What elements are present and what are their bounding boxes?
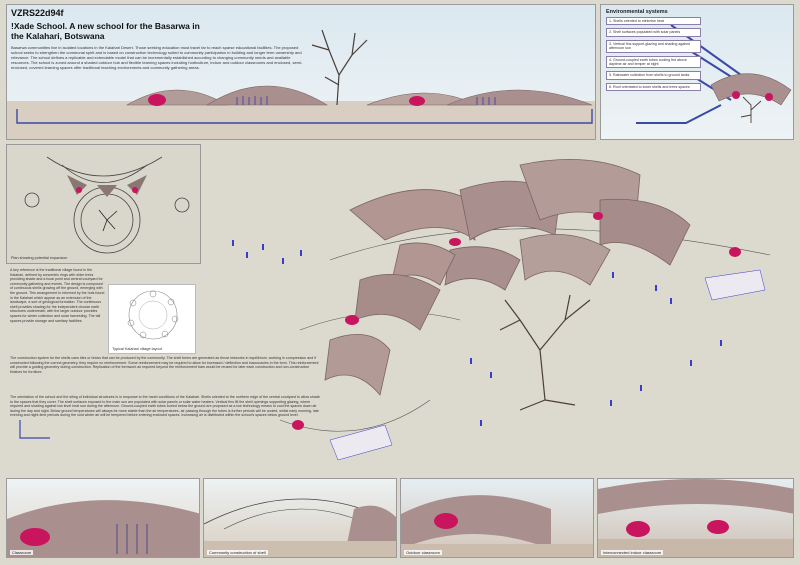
environmental-systems-panel: Environmental systems 1. Shells oriented… — [600, 4, 794, 140]
village-reference-text: A key reference is the traditional villa… — [10, 268, 105, 323]
site-plan — [24, 156, 190, 254]
env-item: 2. Shell surfaces populated with solar p… — [606, 28, 701, 37]
board-title: !Xade School. A new school for the Basar… — [11, 21, 200, 41]
env-item: 4. Ground-coupled earth tubes cooling fe… — [606, 55, 701, 69]
env-item: 1. Shells oriented to minimise heat — [606, 17, 701, 26]
community-construction-view: Community construction of shell — [203, 478, 397, 558]
construction-caption: Community construction of shell — [207, 550, 268, 555]
section-drawing — [7, 29, 595, 139]
section-panel: VZRS22d94f !Xade School. A new school fo… — [6, 4, 596, 140]
plan-caption: Plan showing potential expansion — [11, 256, 68, 260]
outdoor-classroom-view: Outdoor classroom — [400, 478, 594, 558]
indoor-classroom-view: Interconnected indoor classroom — [597, 478, 794, 558]
indoor-classroom-render — [598, 479, 793, 557]
classroom-view: Classroom — [6, 478, 200, 558]
village-caption: Typical Kalahari village layout — [112, 347, 162, 351]
classroom-caption: Classroom — [10, 550, 34, 555]
village-layout-panel: Typical Kalahari village layout — [108, 284, 196, 354]
orientation-text: The orientation of the school and the si… — [10, 395, 320, 418]
env-item: 5. Rainwater collection from shells to g… — [606, 71, 701, 80]
indoor-classroom-caption: Interconnected indoor classroom — [601, 550, 664, 555]
environmental-systems-list: 1. Shells oriented to minimise heat 2. S… — [606, 17, 701, 94]
intro-text: Basarwa communities live in isolated loc… — [11, 45, 303, 70]
classroom-render — [7, 500, 199, 557]
construction-render — [204, 498, 396, 557]
env-item: 6. Roof orientated to lower shells and t… — [606, 82, 701, 92]
outdoor-classroom-caption: Outdoor classroom — [404, 550, 442, 555]
outdoor-classroom-render — [401, 495, 593, 557]
construction-text: The construction system for the shells u… — [10, 356, 319, 374]
board-code: VZRS22d94f — [11, 8, 64, 18]
village-layout-drawing — [127, 290, 179, 340]
env-item: 3. Vertical fins support glazing and sha… — [606, 39, 701, 53]
plan-panel: Plan showing potential expansion — [6, 144, 201, 264]
environmental-systems-title: Environmental systems — [606, 9, 668, 15]
